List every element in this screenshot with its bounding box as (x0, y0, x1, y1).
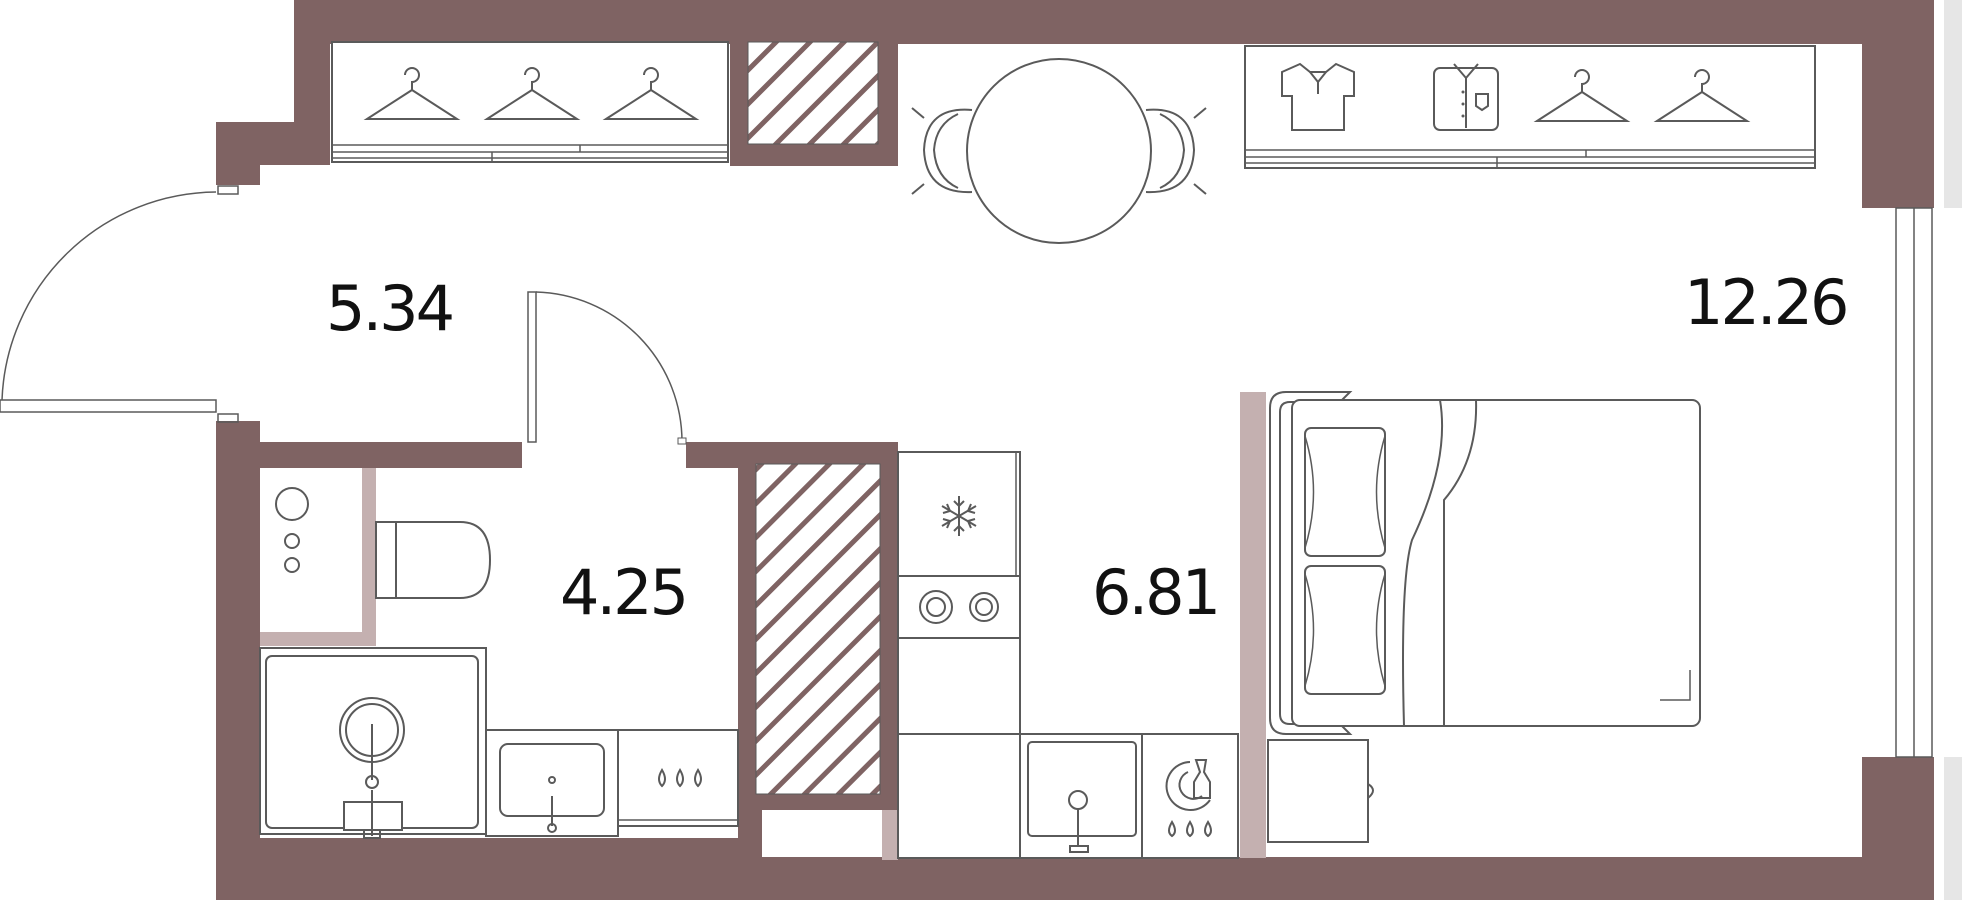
hanger-icon (602, 67, 700, 120)
exterior-walls (216, 0, 1934, 900)
washbasin (485, 729, 619, 837)
door-jamb-bottom (217, 413, 239, 423)
hanger-icon (363, 67, 461, 120)
kitchen-sink (1027, 741, 1137, 837)
shirt-icon (1433, 63, 1499, 131)
round-table (966, 58, 1152, 244)
toilet-niche-partition-v (362, 468, 376, 646)
chair-icon (911, 107, 973, 195)
kitchen-area-label: 6.81 (1092, 556, 1218, 629)
control-button-icon (275, 487, 309, 521)
living-room-area-label: 12.26 (1684, 266, 1847, 339)
hanger-icon (1533, 69, 1631, 122)
wall-right-top (1862, 0, 1934, 208)
wardrobe-right (1244, 45, 1816, 169)
dishwasher (1141, 733, 1239, 859)
blanket-fold (1402, 399, 1444, 727)
wall-bottom (216, 857, 1934, 900)
cooktop (897, 575, 1021, 639)
toilet-niche-partition-h (260, 632, 376, 646)
pillow (1304, 427, 1386, 557)
kitchen-partition-stub (882, 810, 898, 860)
toilet (375, 521, 492, 599)
door-swing-arc (535, 291, 683, 443)
entrance-door (0, 185, 239, 423)
vent-shaft-top (747, 41, 879, 145)
hall-area-label: 5.34 (326, 272, 452, 345)
hanger-icon (483, 67, 581, 120)
door-jamb-top (217, 185, 239, 195)
burner-icon (969, 592, 999, 622)
wardrobe-left (331, 41, 729, 163)
chair-icon (1145, 107, 1207, 195)
mattress (1291, 399, 1701, 727)
wall-left-bottom-jog (216, 421, 260, 444)
dining-table (911, 58, 1207, 244)
dishwasher-icon (1165, 759, 1211, 811)
snowflake-icon (941, 496, 977, 536)
shower-tray (259, 647, 487, 839)
bathroom-fixtures (259, 487, 739, 839)
window-sill-light-top (1944, 0, 1962, 208)
bathroom-door (527, 291, 687, 445)
burner-icon (919, 590, 953, 624)
cabinet (897, 733, 1021, 859)
hanger-icon (1653, 69, 1751, 122)
pillow (1304, 565, 1386, 695)
door-swing-arc (1, 191, 217, 401)
vent-shaft-bath (755, 463, 881, 795)
counter (897, 637, 1021, 735)
wall-top (294, 0, 1934, 44)
bath-wall-top-left (260, 442, 522, 468)
nightstand (1267, 739, 1374, 843)
shaft-wall-bottom (738, 790, 898, 810)
kitchen-unit (897, 451, 1239, 859)
door-leaf (0, 399, 217, 413)
living-partition (1240, 392, 1266, 858)
wall-left-top-jog-2 (216, 122, 260, 185)
bathroom-area-label: 4.25 (560, 556, 686, 629)
bath-bottom-strip (260, 838, 760, 860)
polo-shirt-icon (1281, 62, 1355, 131)
window-right (1895, 0, 1962, 900)
washing-machine (617, 729, 739, 827)
window-sill-light-bottom (1944, 757, 1962, 900)
light-partitions (260, 392, 1266, 860)
droplets-icon (1168, 820, 1212, 838)
bed (1269, 391, 1701, 735)
wall-left-bottom (216, 421, 260, 900)
